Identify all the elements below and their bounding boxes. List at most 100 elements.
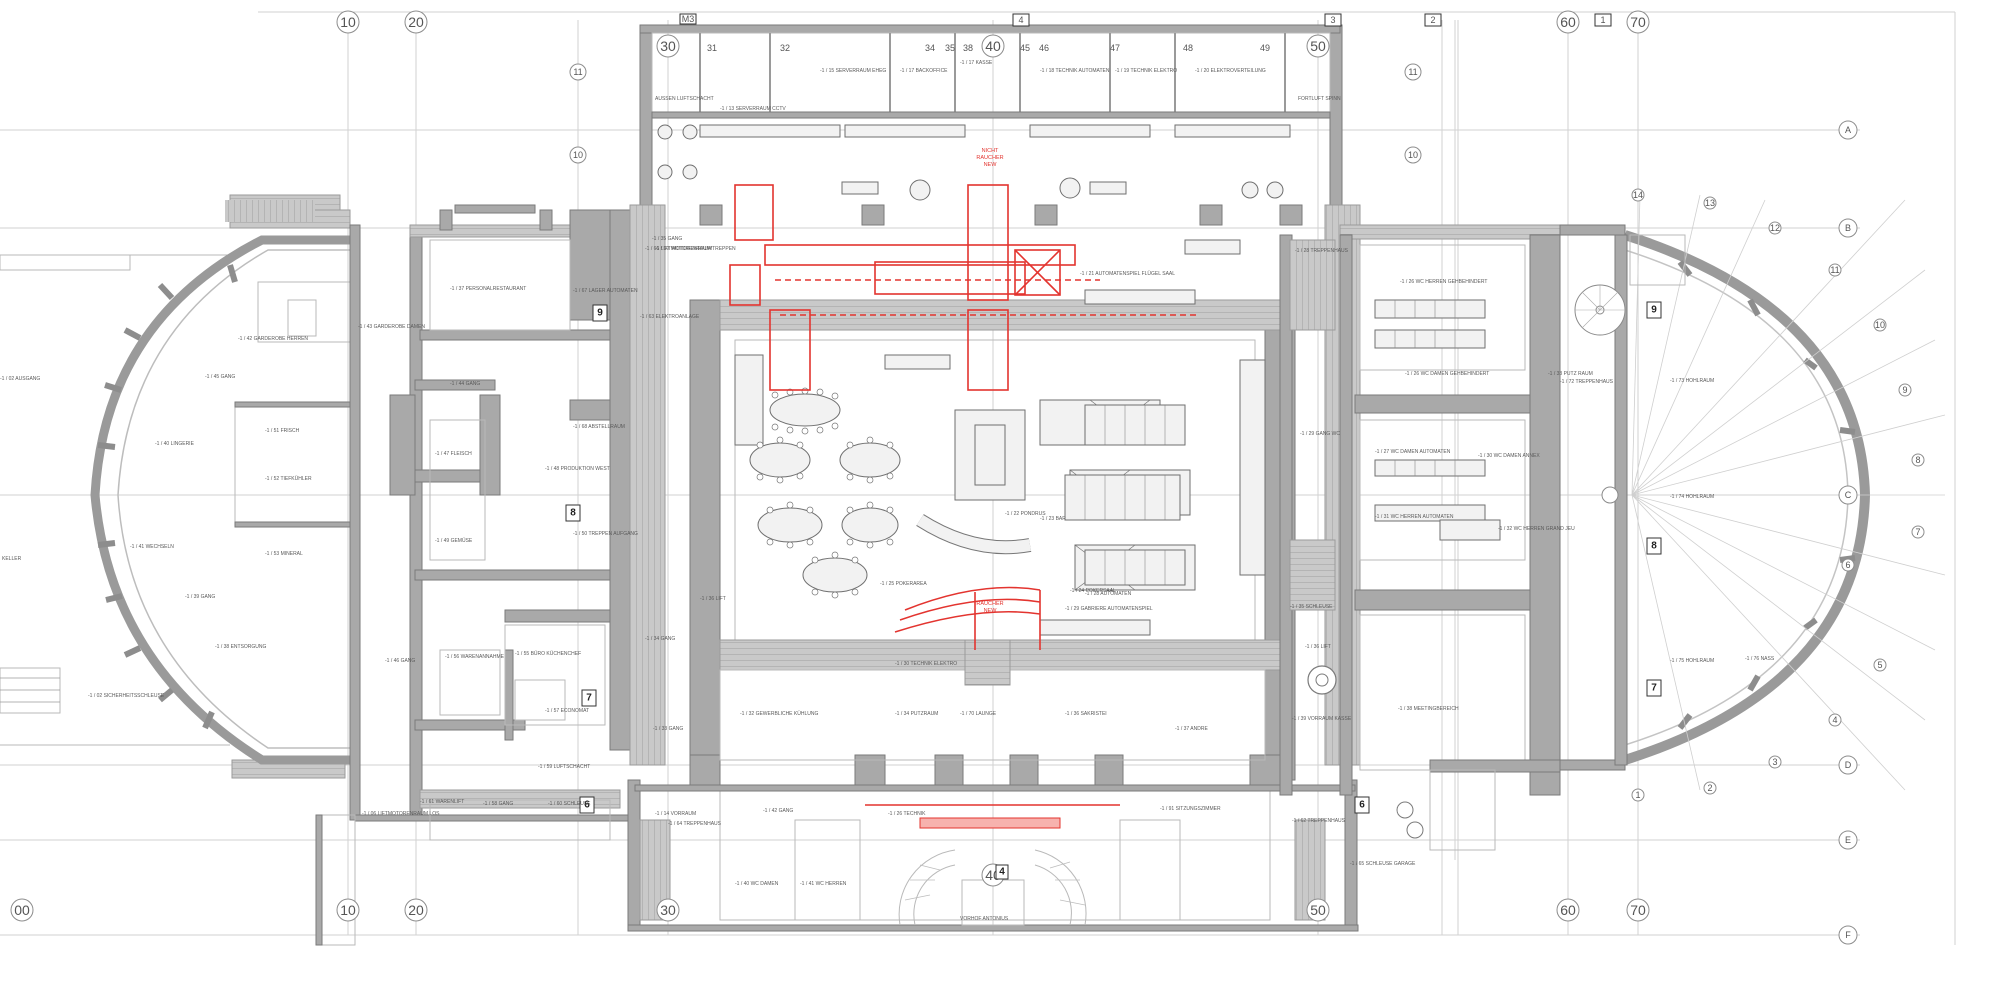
room-label: -1 / 68 ABSTELLRAUM	[573, 424, 625, 430]
room-label: -1 / 34 GANG	[645, 636, 675, 642]
grid-top-30: 30	[660, 38, 676, 54]
room-label: -1 / 38 MEETINGBEREICH	[1398, 706, 1459, 712]
room-label: -1 / 24 POKERSAAL	[1070, 588, 1116, 594]
room-label: -1 / 48 PRODUKTION WEST	[545, 466, 610, 472]
room-label: -1 / 67 LAGER AUTOMATEN	[573, 288, 638, 294]
room-label: -1 / 26 WC DAMEN GEHBEHINDERT	[1405, 371, 1489, 377]
room-label: -1 / 18 TECHNIK AUTOMATEN	[1040, 68, 1110, 74]
radial-13: 13	[1705, 198, 1715, 208]
room-label: -1 / 30 WC DAMEN ANNEX	[1478, 453, 1540, 459]
top-small-35: 35	[945, 43, 955, 53]
room-label: -1 / 02 SICHERHEITSSCHLEUSE	[88, 693, 165, 699]
room-label: -1 / 23 BAR	[1040, 516, 1066, 522]
room-label: -1 / 40 WC DAMEN	[735, 881, 779, 887]
level-tag-7: 7	[586, 693, 592, 704]
red-markup: NICHT RAUCHER NEW RAUCHER NEW	[729, 148, 1200, 829]
room-label: -1 / 61 WARENLIFT	[420, 799, 464, 805]
room-label: -1 / 74 HOHLRAUM	[1670, 494, 1714, 500]
room-label: -1 / 52 TIEFKÜHLER	[265, 475, 312, 482]
room-label: -1 / 06 LIFTMOTORENRAUM LOS	[362, 811, 440, 817]
room-label: -1 / 14 VORRAUM	[655, 811, 696, 817]
axis-D: D	[1845, 760, 1852, 770]
room-label: -1 / 58 GANG	[483, 801, 513, 807]
room-label: -1 / 34 PUTZRAUM	[895, 711, 938, 717]
room-label: -1 / 10 MOTORENRAUM TREPPEN	[655, 246, 736, 252]
radial-9: 9	[1902, 385, 1907, 395]
room-label: -1 / 91 SITZUNGSZIMMER	[1160, 806, 1221, 812]
top-box-2: 2	[1430, 15, 1435, 25]
room-label: -1 / 41 WC HERREN	[800, 881, 847, 887]
room-label: -1 / 72 TREPPENHAUS	[1560, 379, 1614, 385]
room-label: -1 / 33 PUTZ RAUM	[1548, 371, 1593, 377]
radial-10: 10	[1875, 320, 1885, 330]
top-box-4: 4	[1018, 15, 1023, 25]
room-label: -1 / 32 WC HERREN GRAND JEU	[1498, 526, 1575, 532]
room-label: -1 / 73 HOHLRAUM	[1670, 378, 1714, 384]
top-small-47: 47	[1110, 43, 1120, 53]
room-label: -1 / 02 AUSGANG	[0, 376, 40, 382]
room-label: -1 / 36 LIFT	[700, 596, 726, 602]
radial-3: 3	[1772, 757, 1777, 767]
level-tag-9: 9	[597, 308, 603, 319]
slot-machine-rows	[657, 124, 1291, 636]
west-wing	[0, 194, 361, 779]
grid-bottom-50: 50	[1310, 902, 1326, 918]
room-label: -1 / 35 SCHLEUSE	[1290, 604, 1333, 610]
grid-top-40: 40	[985, 38, 1001, 54]
room-label: -1 / 13 SERVERRAUM CCTV	[720, 106, 786, 112]
radial-1: 1	[1635, 790, 1640, 800]
grid-top-60: 60	[1560, 14, 1576, 30]
top-small-32: 32	[780, 43, 790, 53]
grid-bottom-70: 70	[1630, 902, 1646, 918]
room-label: KELLER	[2, 556, 22, 562]
room-label: -1 / 37 PERSONALRESTAURANT	[450, 286, 526, 292]
room-label: FORTLUFT SPINN	[1298, 96, 1341, 102]
room-label: -1 / 17 KASSE	[960, 60, 993, 66]
nonsmoking-label-3: NEW	[984, 162, 998, 168]
axis-E: E	[1845, 835, 1851, 845]
room-label: -1 / 44 GANG	[450, 381, 480, 387]
room-label: -1 / 64 TREPPENHAUS	[668, 821, 722, 827]
radial-14: 14	[1633, 190, 1643, 200]
room-label: -1 / 29 GABRIERE AUTOMATENSPIEL	[1065, 606, 1153, 612]
room-label: -1 / 45 GANG	[205, 374, 235, 380]
level-tag-4: 4	[999, 867, 1005, 878]
room-label: -1 / 53 MINERAL	[265, 551, 303, 557]
room-label: -1 / 63 ELEKTROANLAGE	[640, 314, 700, 320]
grid-side-right-10: 10	[1408, 150, 1418, 160]
level-tag-7-east: 7	[1651, 683, 1657, 694]
room-label: -1 / 26 TECHNIK	[888, 811, 926, 817]
grid-bubbles: 10 20 30 40 50 60 70 00 10 20 30 40 50 6…	[10, 10, 1925, 945]
radial-7: 7	[1915, 527, 1920, 537]
room-label: -1 / 28 AUTOMATEN	[1085, 591, 1132, 597]
room-label: -1 / 26 WC HERREN GEHBEHINDERT	[1400, 279, 1487, 285]
room-label: -1 / 75 HOHLRAUM	[1670, 658, 1714, 664]
top-box-3: 3	[1330, 15, 1335, 25]
grid-top-10: 10	[340, 14, 356, 30]
radial-2: 2	[1707, 783, 1712, 793]
room-label: -1 / 36 LIFT	[1305, 644, 1331, 650]
room-label: -1 / 20 ELEKTROVERTEILUNG	[1195, 68, 1266, 74]
room-label: -1 / 28 TREPPENHAUS	[1295, 248, 1349, 254]
top-small-38: 38	[963, 43, 973, 53]
axis-F: F	[1845, 930, 1851, 940]
nonsmoking-label-1: NICHT	[982, 148, 999, 154]
grid-top-70: 70	[1630, 14, 1646, 30]
room-label: -1 / 37 ANDRE	[1175, 726, 1208, 732]
axis-B: B	[1845, 223, 1851, 233]
room-label: -1 / 47 FLEISCH	[435, 451, 472, 457]
axis-A: A	[1845, 125, 1851, 135]
level-tag-6-west: 6	[584, 800, 590, 811]
room-label: -1 / 30 TECHNIK ELEKTRO	[895, 661, 957, 667]
room-label: -1 / 59 LUFTSCHACHT	[538, 764, 590, 770]
room-label: -1 / 56 WARENANNAHME	[445, 654, 505, 660]
room-label: -1 / 50 TREPPEN AUFGANG	[573, 531, 638, 537]
room-label: -1 / 25 POKERAREA	[880, 581, 927, 587]
radial-6: 6	[1845, 560, 1850, 570]
top-box-m3: M3	[682, 14, 695, 24]
east-block	[1279, 224, 1561, 851]
room-label: -1 / 42 GARDEROBE HERREN	[238, 336, 308, 342]
room-label: -1 / 66 LIFT MOTORENRAUM	[645, 246, 712, 252]
radial-8: 8	[1915, 455, 1920, 465]
